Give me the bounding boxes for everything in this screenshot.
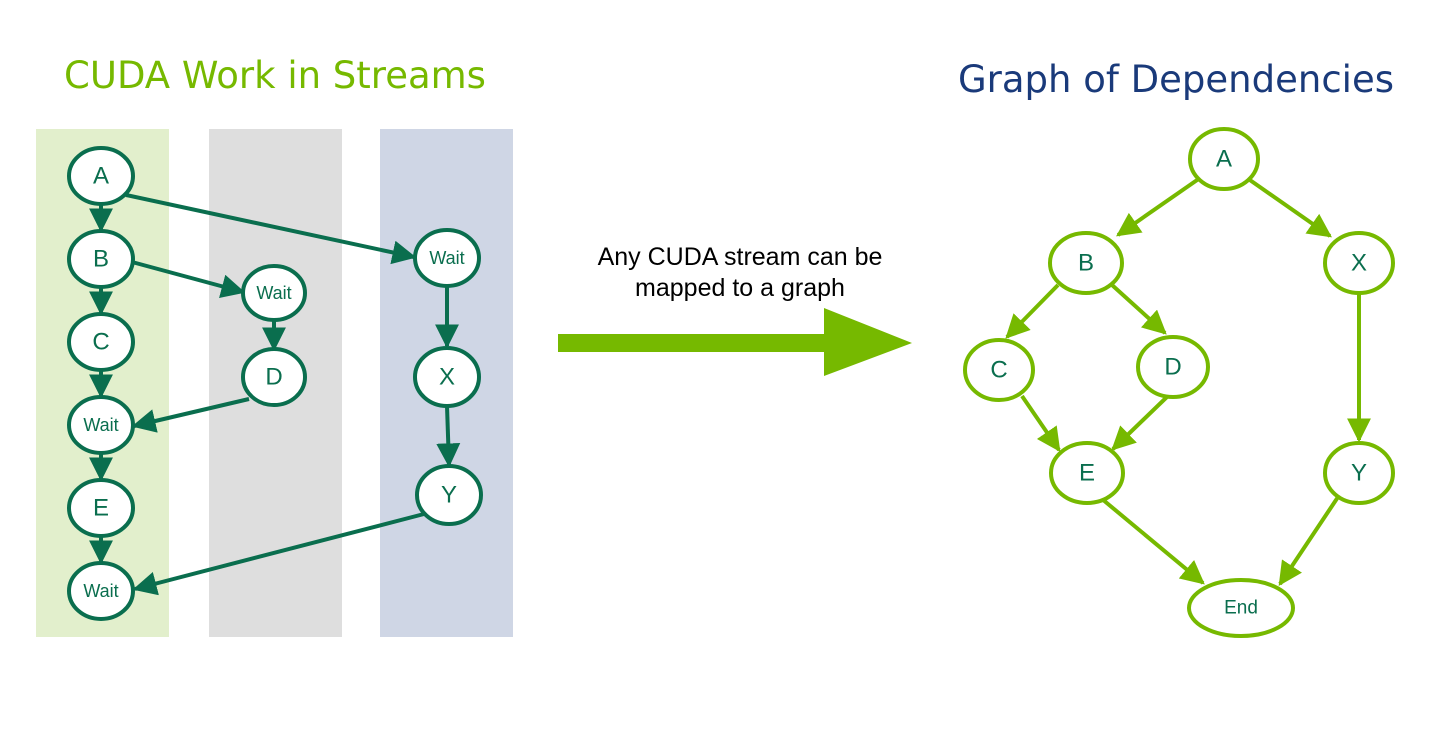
edge-e-end [1100,497,1205,585]
stream-node-e: E [67,478,135,538]
edge-y-wait2 [132,512,425,596]
right-title: Graph of Dependencies [958,58,1394,101]
graph-node-end: End [1187,578,1295,638]
stream-node-d-label: D [265,364,282,391]
stream-node-a: A [67,146,135,206]
edge-c-e [1020,394,1061,452]
stream-node-x: X [413,346,481,408]
stream-node-c: C [67,312,135,372]
stream-node-y: Y [415,464,483,526]
edge-b-d [1110,283,1167,335]
graph-node-x-label: X [1351,250,1367,277]
graph-node-b: B [1048,231,1124,295]
graph-node-d: D [1136,335,1210,399]
stream-node-x-label: X [439,364,455,391]
stream-node-wait-1-label: Wait [83,415,118,435]
stream-node-wait-4-label: Wait [429,248,464,268]
stream-node-d: D [241,347,307,407]
graph-node-y-label: Y [1351,460,1367,487]
graph-edges [1005,176,1371,586]
edge-a-x [1245,176,1332,238]
graph-node-e-label: E [1079,460,1095,487]
edge-b-wait3 [131,260,246,298]
stream-node-b: B [67,229,135,289]
graph-node-c: C [963,338,1035,402]
edge-d-wait1 [131,397,250,433]
graph-node-e: E [1049,441,1125,505]
mapping-arrow [558,308,912,376]
graph-node-a-label: A [1216,146,1232,173]
edge-x-y [436,405,461,468]
stream-node-b-label: B [93,246,109,273]
stream-node-wait-2-label: Wait [83,581,118,601]
left-title: CUDA Work in Streams [64,54,486,97]
stream-node-wait-4: Wait [413,228,481,288]
graph-node-a: A [1188,127,1260,191]
graph-node-d-label: D [1164,354,1181,381]
stream-edges [89,193,461,596]
graph-node-c-label: C [990,357,1007,384]
edge-b-c [1005,283,1060,339]
graph-node-y: Y [1323,441,1395,505]
stream-node-e-label: E [93,495,109,522]
edge-a-wait4 [125,193,417,265]
stream-node-wait-2: Wait [67,561,135,621]
edge-y-end [1278,495,1340,586]
stream-node-c-label: C [92,329,109,356]
edge-a-b [1116,176,1202,237]
graph-node-x: X [1323,231,1395,295]
caption-line-2: mapped to a graph [635,274,845,302]
graph-node-end-label: End [1224,598,1258,619]
stream-node-y-label: Y [441,482,457,509]
stream-node-wait-3-label: Wait [256,283,291,303]
stream-node-wait-1: Wait [67,395,135,455]
stream-node-wait-3: Wait [241,264,307,322]
edge-d-e [1111,392,1172,451]
caption-line-1: Any CUDA stream can be [598,243,883,271]
graph-node-b-label: B [1078,250,1094,277]
stream-node-a-label: A [93,163,109,190]
